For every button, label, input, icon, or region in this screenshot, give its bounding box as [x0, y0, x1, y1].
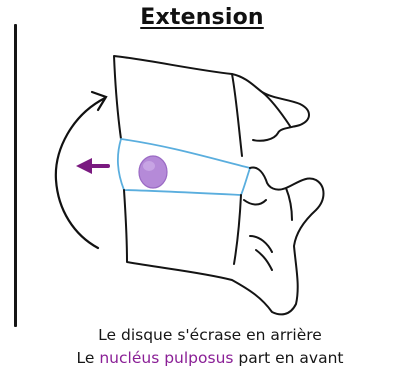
upper-vertebra: [114, 56, 309, 156]
caption-line-1: Le disque s'écrase en arrière: [8, 325, 404, 345]
caption-nucleus-highlight: nucléus pulposus: [99, 349, 233, 367]
caption-line-2: Le nucléus pulposus part en avant: [8, 348, 404, 368]
vertebrae-illustration: [0, 0, 404, 330]
rotation-arrow-icon: [56, 92, 106, 248]
caption-prefix: Le: [77, 349, 95, 367]
push-arrow-icon: [76, 158, 108, 174]
caption-suffix: part en avant: [238, 349, 343, 367]
nucleus-pulposus: [139, 156, 167, 188]
intervertebral-disc: [118, 139, 250, 195]
